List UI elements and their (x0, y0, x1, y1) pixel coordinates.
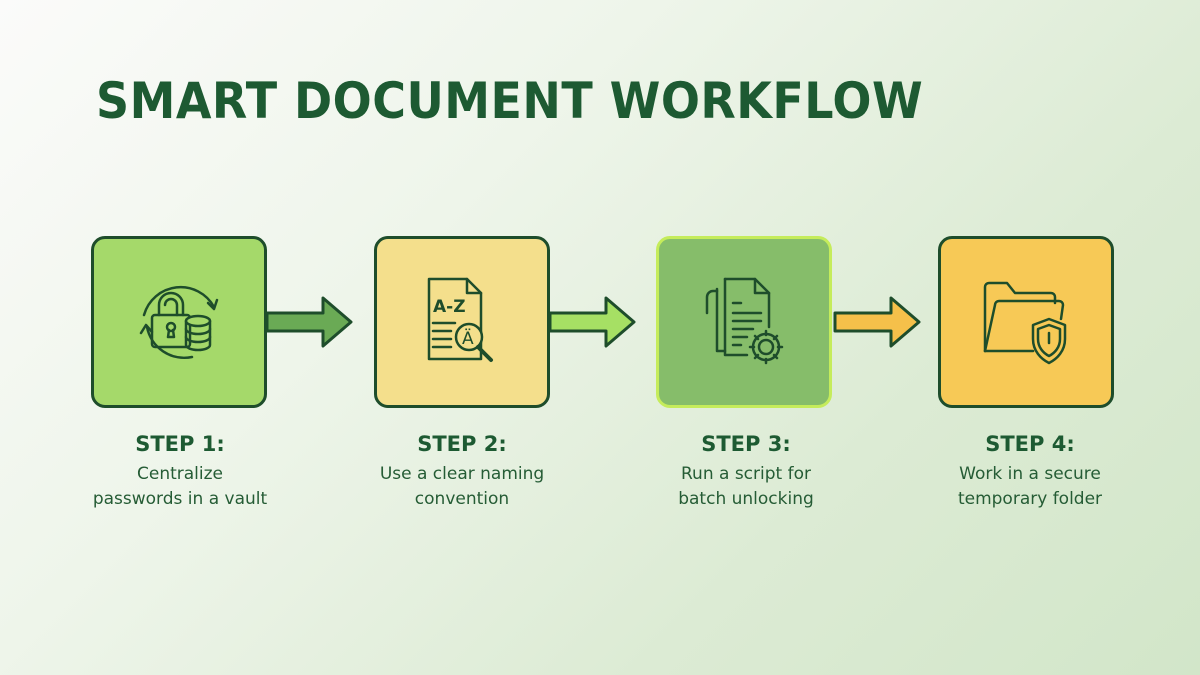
arrow-3-icon (833, 296, 921, 348)
arrow-1-icon (265, 296, 353, 348)
page-title: SMART DOCUMENT WORKFLOW (96, 72, 924, 130)
step-3-desc-line1: Run a script for (681, 464, 811, 484)
step-1-box (91, 236, 267, 408)
step-2-text: STEP 2: Use a clear naming convention (352, 432, 572, 512)
folder-shield-icon (983, 281, 1067, 365)
step-4-text: STEP 4: Work in a secure temporary folde… (920, 432, 1140, 512)
step-2-desc-line1: Use a clear naming (379, 464, 545, 484)
lock-database-sync-icon (139, 285, 219, 359)
step-2-label: STEP 2: (417, 432, 507, 456)
step-2-desc-line2: convention (414, 489, 510, 509)
step-4-desc-line2: temporary folder (957, 489, 1103, 509)
step-3-desc-line2: batch unlocking (678, 489, 814, 509)
document-az-search-icon: A-Z Ä (427, 277, 493, 362)
step-1-desc-line1: Centralize (136, 464, 223, 484)
step-1-text: STEP 1: Centralize passwords in a vault (70, 432, 290, 512)
step-1-desc-line2: passwords in a vault (92, 489, 268, 509)
documents-gear-icon (705, 277, 784, 365)
step-3-label: STEP 3: (701, 432, 791, 456)
step-4-label: STEP 4: (985, 432, 1075, 456)
svg-text:Ä: Ä (462, 328, 474, 349)
step-2-box: A-Z Ä (374, 236, 550, 408)
step-4-desc-line1: Work in a secure (959, 464, 1101, 484)
step-4-box (938, 236, 1114, 408)
arrow-2-icon (548, 296, 636, 348)
step-3-box (656, 236, 832, 408)
svg-text:A-Z: A-Z (433, 297, 466, 317)
step-3-text: STEP 3: Run a script for batch unlocking (636, 432, 856, 512)
step-1-label: STEP 1: (135, 432, 225, 456)
